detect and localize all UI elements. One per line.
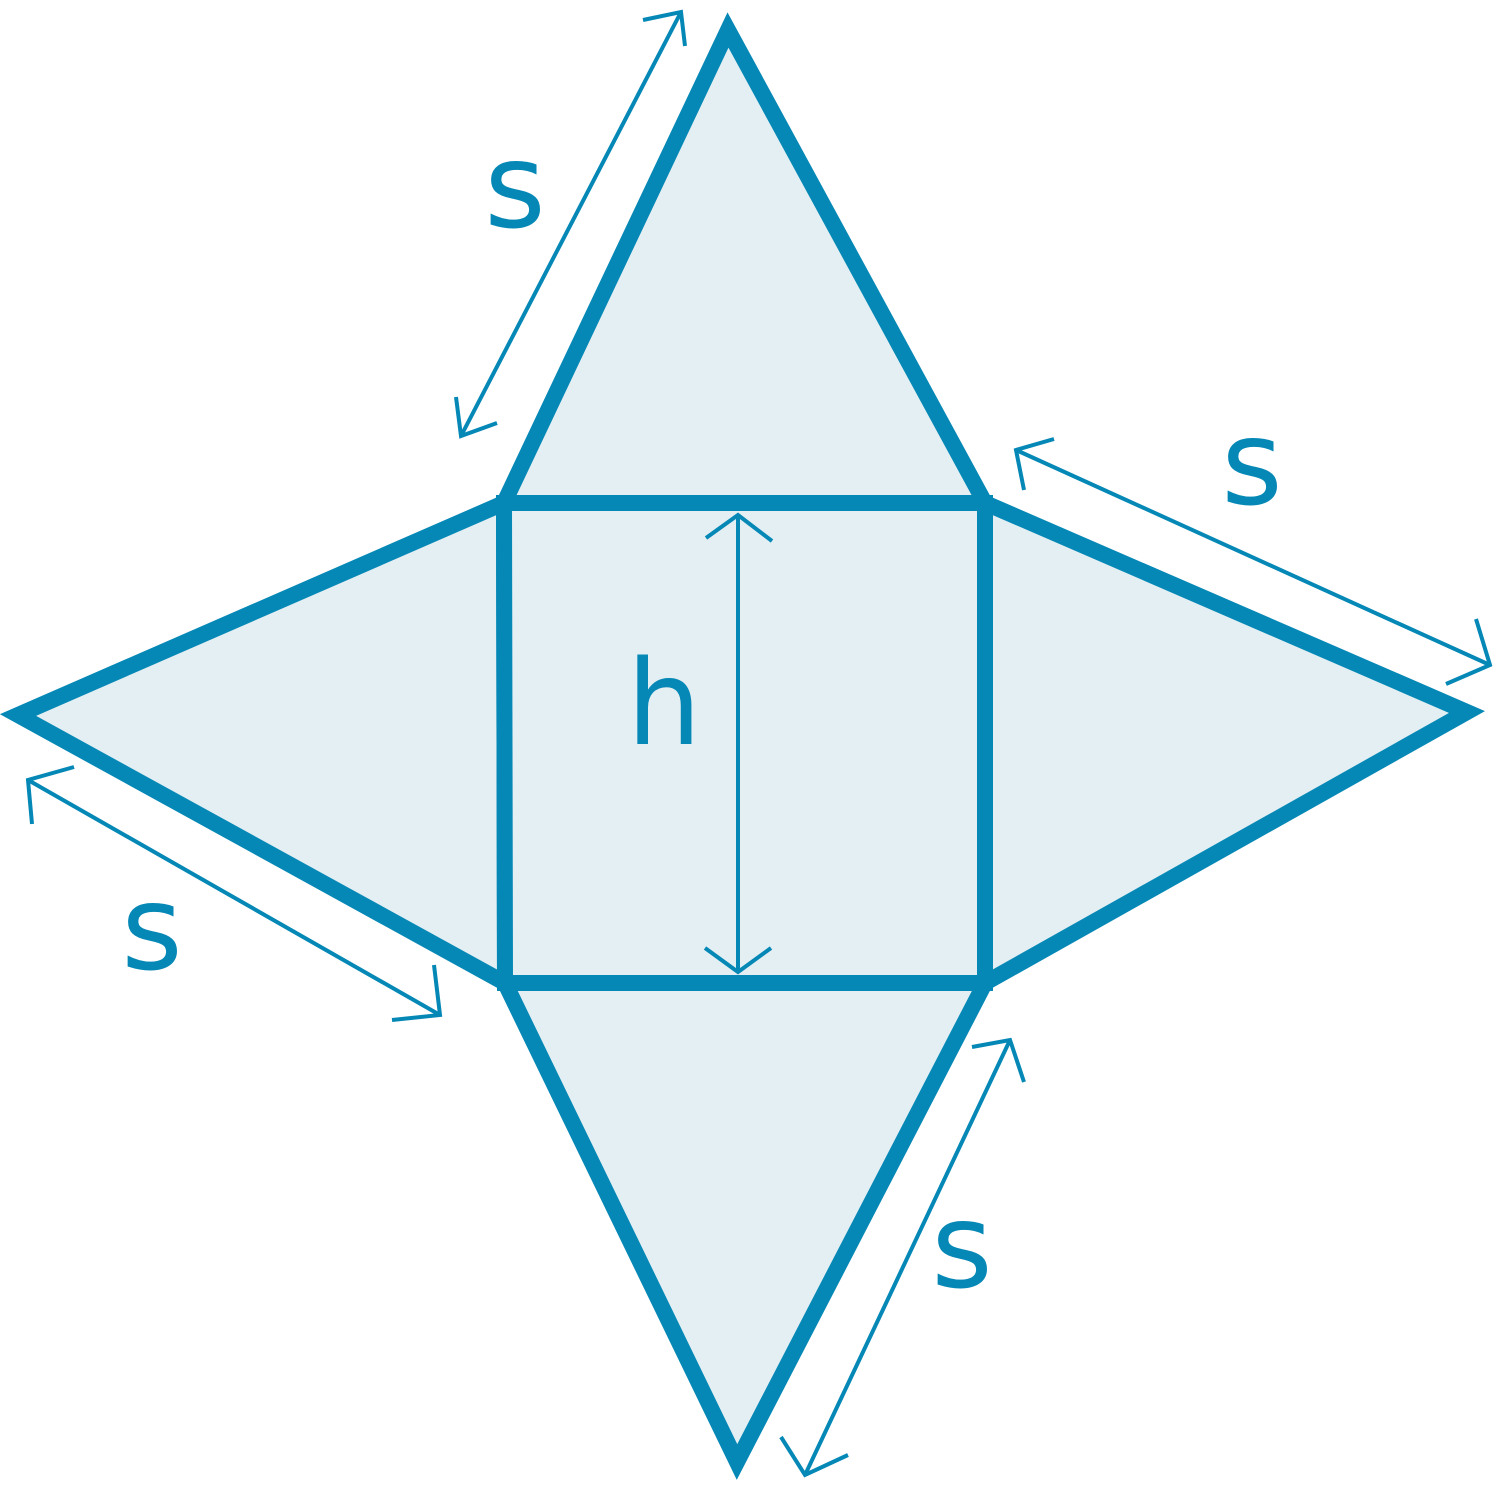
- side-label-top: s: [484, 117, 545, 255]
- left-side-dimension-arrow: [25, 765, 443, 1022]
- side-label-left: s: [121, 859, 182, 997]
- bottom-side-dimension-arrow: [779, 1037, 1026, 1478]
- top-side-dimension-arrow: [454, 9, 687, 439]
- right-side-dimension-arrow: [1013, 437, 1493, 686]
- bottom-triangle-face: [492, 975, 999, 1480]
- top-triangle-face: [491, 12, 999, 511]
- height-label: h: [627, 634, 702, 772]
- square-base-face: [495, 495, 993, 991]
- right-triangle-face: [977, 490, 1485, 997]
- side-label-right: s: [1221, 394, 1282, 532]
- height-dimension-arrow: [703, 512, 774, 975]
- side-label-bottom: s: [931, 1177, 992, 1315]
